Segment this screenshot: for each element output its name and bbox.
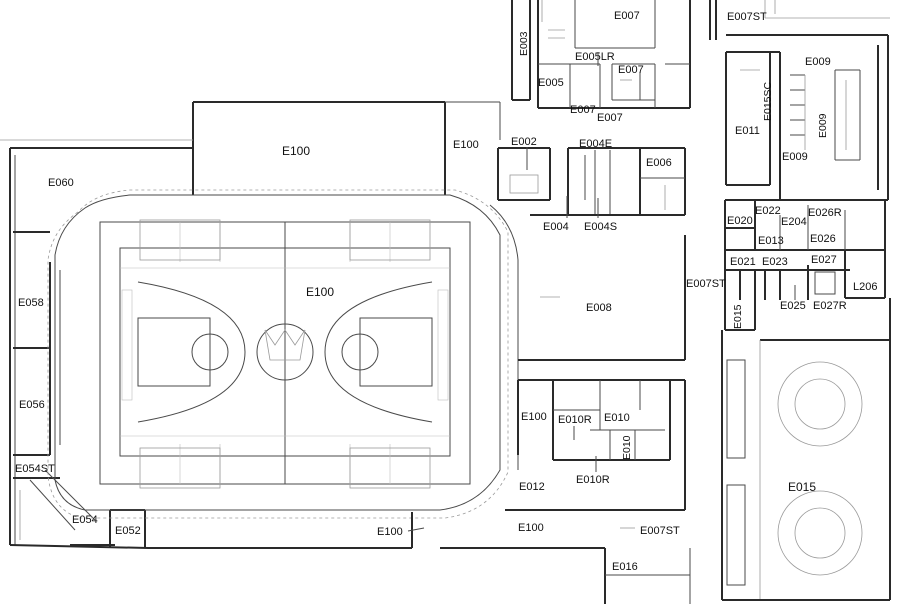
room-label-e007: E007 [597, 112, 623, 124]
room-label-e026r: E026R [808, 207, 842, 219]
room-label-e022: E022 [755, 205, 781, 217]
room-label-e100: E100 [282, 144, 310, 158]
room-label-e004s: E004S [584, 221, 617, 233]
room-label-e052: E052 [115, 525, 141, 537]
northeast-wing-walls [709, 0, 890, 201]
room-label-e004e: E004E [579, 138, 612, 150]
east-e015-walls [721, 298, 891, 601]
room-label-e060: E060 [48, 177, 74, 189]
room-label-e100: E100 [306, 285, 334, 299]
room-label-e012: E012 [519, 481, 545, 493]
room-label-e020: E020 [727, 215, 753, 227]
room-label-e015: E015 [732, 304, 744, 329]
room-label-e009: E009 [817, 113, 829, 138]
room-label-e007: E007 [614, 10, 640, 22]
north-wing-walls [511, 0, 691, 109]
room-label-e010r: E010R [558, 414, 592, 426]
room-label-e010: E010 [604, 412, 630, 424]
room-label-e007st: E007ST [727, 11, 767, 23]
west-wing-walls [0, 139, 193, 549]
room-label-e054st: E054ST [15, 463, 55, 475]
room-label-e015sc: E015SC [762, 81, 774, 121]
room-label-e007: E007 [570, 104, 596, 116]
room-label-e015: E015 [788, 480, 816, 494]
room-label-e004: E004 [543, 221, 569, 233]
room-label-e009: E009 [805, 56, 831, 68]
room-label-e204: E204 [781, 216, 807, 228]
room-label-e056: E056 [19, 399, 45, 411]
room-label-e010r: E010R [576, 474, 610, 486]
label-leader-lines [407, 52, 796, 532]
room-label-e005: E005 [538, 77, 564, 89]
room-label-e027r: E027R [813, 300, 847, 312]
east-middle-walls [724, 199, 886, 331]
room-label-e100: E100 [521, 411, 547, 423]
room-label-e007: E007 [618, 64, 644, 76]
room-label-e008: E008 [586, 302, 612, 314]
south-corridor-walls [148, 512, 691, 604]
room-label-e054: E054 [72, 514, 98, 526]
room-label-e006: E006 [646, 157, 672, 169]
room-label-l206: L206 [853, 281, 877, 293]
room-label-e023: E023 [762, 256, 788, 268]
room-label-e100: E100 [377, 526, 403, 538]
room-label-e003: E003 [518, 31, 530, 56]
room-label-e016: E016 [612, 561, 638, 573]
room-label-e002: E002 [511, 136, 537, 148]
room-labels: E007 E007ST E003 E005LR E005 E007 E007 E… [15, 10, 877, 573]
room-label-e013: E013 [758, 235, 784, 247]
gym-perimeter [47, 189, 519, 519]
room-label-e009: E009 [782, 151, 808, 163]
room-label-e010: E010 [621, 435, 633, 460]
room-label-e025: E025 [780, 300, 806, 312]
room-label-e027: E027 [811, 254, 837, 266]
room-label-e058: E058 [18, 297, 44, 309]
room-label-e100: E100 [453, 139, 479, 151]
room-label-e021: E021 [730, 256, 756, 268]
room-label-e007st: E007ST [640, 525, 680, 537]
lower-center-walls [505, 379, 686, 511]
room-label-e100: E100 [518, 522, 544, 534]
room-label-e005lr: E005LR [575, 51, 615, 63]
room-label-e007st: E007ST [686, 278, 726, 290]
room-label-e026: E026 [810, 233, 836, 245]
center-east-walls [497, 147, 686, 361]
basketball-court [99, 219, 471, 489]
room-label-e011: E011 [735, 125, 760, 137]
